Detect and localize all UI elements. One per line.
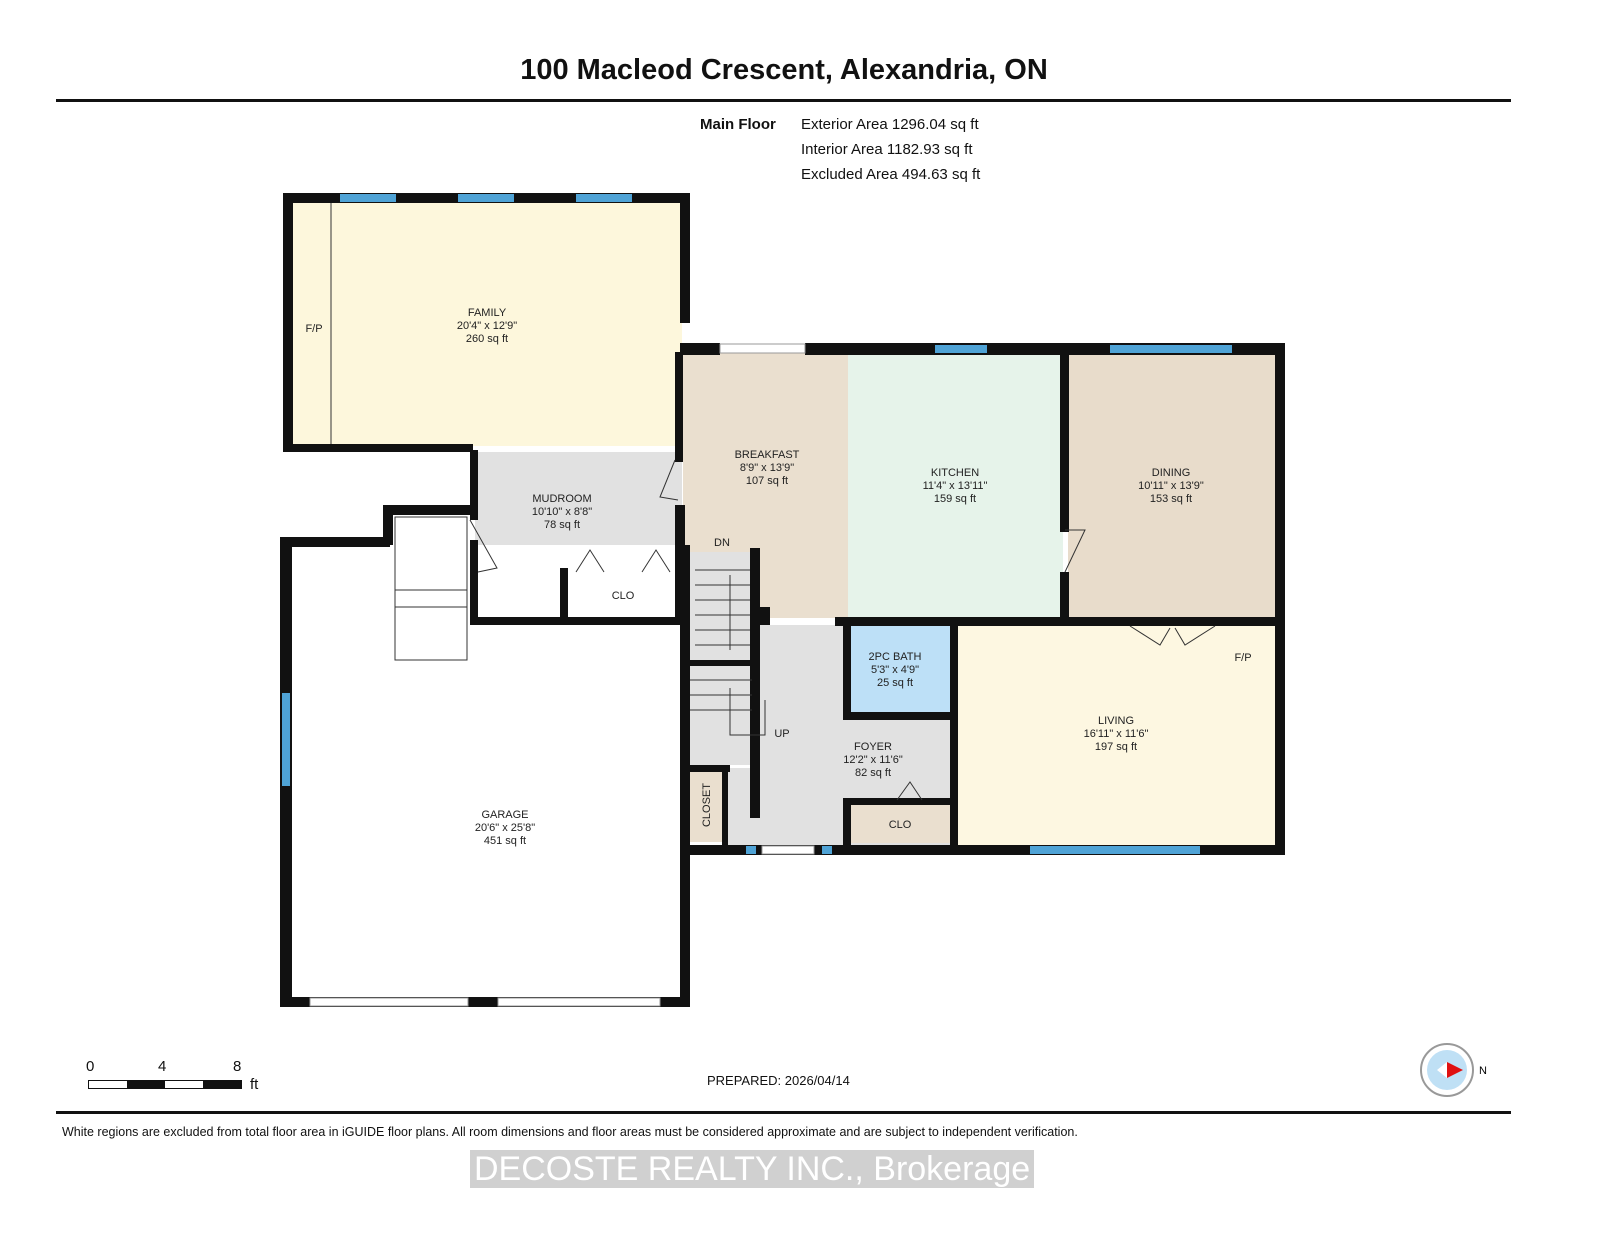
bath-name: 2PC BATH — [869, 651, 922, 663]
garage-name: GARAGE — [481, 809, 528, 821]
exterior-area: Exterior Area 1296.04 sq ft — [801, 116, 979, 133]
room-foyer — [725, 625, 955, 845]
breakfast-label: BREAKFAST 8'9" x 13'9" 107 sq ft — [735, 449, 800, 487]
fireplace-living: F/P — [1234, 652, 1251, 664]
kitchen-area: 159 sq ft — [934, 493, 976, 505]
kitchen-name: KITCHEN — [931, 467, 979, 479]
bath-area: 25 sq ft — [877, 677, 913, 689]
room-dining — [1068, 352, 1278, 618]
foyer-label: FOYER 12'2" x 11'6" 82 sq ft — [843, 741, 903, 779]
room-living — [958, 625, 1278, 845]
scale-unit: ft — [250, 1076, 259, 1093]
dining-label: DINING 10'11" x 13'9" 153 sq ft — [1138, 467, 1204, 505]
closet-foyer — [850, 803, 950, 843]
stairs-down — [686, 552, 754, 660]
room-family — [290, 200, 682, 446]
breakfast-name: BREAKFAST — [735, 449, 800, 461]
foyer-area: 82 sq ft — [855, 767, 891, 779]
breakfast-dims: 8'9" x 13'9" — [740, 462, 794, 474]
scale-tick-0: 0 — [86, 1058, 95, 1075]
breakfast-area: 107 sq ft — [746, 475, 788, 487]
watermark: DECOSTE REALTY INC., Brokerage — [470, 1150, 1035, 1188]
scale-bar-graphic — [88, 1080, 242, 1089]
footer-divider — [56, 1111, 1511, 1114]
mudroom-closet-label: CLO — [612, 590, 635, 602]
compass-north-label: N — [1479, 1065, 1487, 1077]
closet-foyer-left — [690, 770, 722, 842]
room-kitchen — [848, 352, 1063, 618]
interior-area: Interior Area 1182.93 sq ft — [801, 141, 973, 158]
family-area: 260 sq ft — [466, 333, 508, 345]
fireplace-family: F/P — [305, 323, 322, 335]
family-dims: 20'4" x 12'9" — [457, 320, 517, 332]
living-label: LIVING 16'11" x 11'6" 197 sq ft — [1084, 715, 1149, 753]
windows — [282, 194, 1232, 854]
kitchen-label: KITCHEN 11'4" x 13'11" 159 sq ft — [923, 467, 988, 505]
garage-label: GARAGE 20'6" x 25'8" 451 sq ft — [475, 809, 535, 847]
header-divider — [56, 99, 1511, 102]
stairs-down-label: DN — [714, 537, 730, 549]
garage-dims: 20'6" x 25'8" — [475, 822, 535, 834]
compass-icon: N — [1419, 1042, 1489, 1103]
dining-dims: 10'11" x 13'9" — [1138, 480, 1204, 492]
stairs-up — [686, 665, 760, 765]
dining-name: DINING — [1152, 467, 1191, 479]
room-2pc-bath — [850, 626, 950, 714]
foyer-name: FOYER — [854, 741, 892, 753]
family-label: FAMILY 20'4" x 12'9" 260 sq ft — [457, 307, 517, 345]
garage-area: 451 sq ft — [484, 835, 526, 847]
dining-area: 153 sq ft — [1150, 493, 1192, 505]
living-area: 197 sq ft — [1095, 741, 1137, 753]
stairs-up-label: UP — [774, 728, 789, 740]
closet-label: CLOSET — [701, 783, 713, 827]
doors — [309, 343, 815, 1007]
mudroom-name: MUDROOM — [532, 493, 591, 505]
disclaimer: White regions are excluded from total fl… — [62, 1125, 1078, 1139]
living-name: LIVING — [1098, 715, 1134, 727]
floor-label: Main Floor — [700, 116, 776, 133]
scale-tick-8: 8 — [233, 1058, 242, 1075]
excluded-area: Excluded Area 494.63 sq ft — [801, 166, 981, 183]
floor-plan: FAMILY 20'4" x 12'9" 260 sq ft F/P BREAK… — [280, 193, 1285, 1007]
mudroom-dims: 10'10" x 8'8" — [532, 506, 592, 518]
prepared-date: PREPARED: 2026/04/14 — [707, 1073, 850, 1088]
living-dims: 16'11" x 11'6" — [1084, 728, 1149, 740]
bath-label: 2PC BATH 5'3" x 4'9" 25 sq ft — [869, 651, 922, 689]
foyer-dims: 12'2" x 11'6" — [843, 754, 903, 766]
mudroom-area: 78 sq ft — [544, 519, 580, 531]
stair-lines — [394, 459, 1216, 801]
scale-tick-4: 4 — [158, 1058, 167, 1075]
room-garage — [290, 545, 682, 1001]
mudroom-label: MUDROOM 10'10" x 8'8" 78 sq ft — [532, 493, 592, 531]
foyer-closet-label: CLO — [889, 819, 912, 831]
kitchen-dims: 11'4" x 13'11" — [923, 480, 988, 492]
bath-dims: 5'3" x 4'9" — [871, 664, 919, 676]
family-name: FAMILY — [468, 307, 507, 319]
page-title: 100 Macleod Crescent, Alexandria, ON — [520, 54, 1048, 86]
